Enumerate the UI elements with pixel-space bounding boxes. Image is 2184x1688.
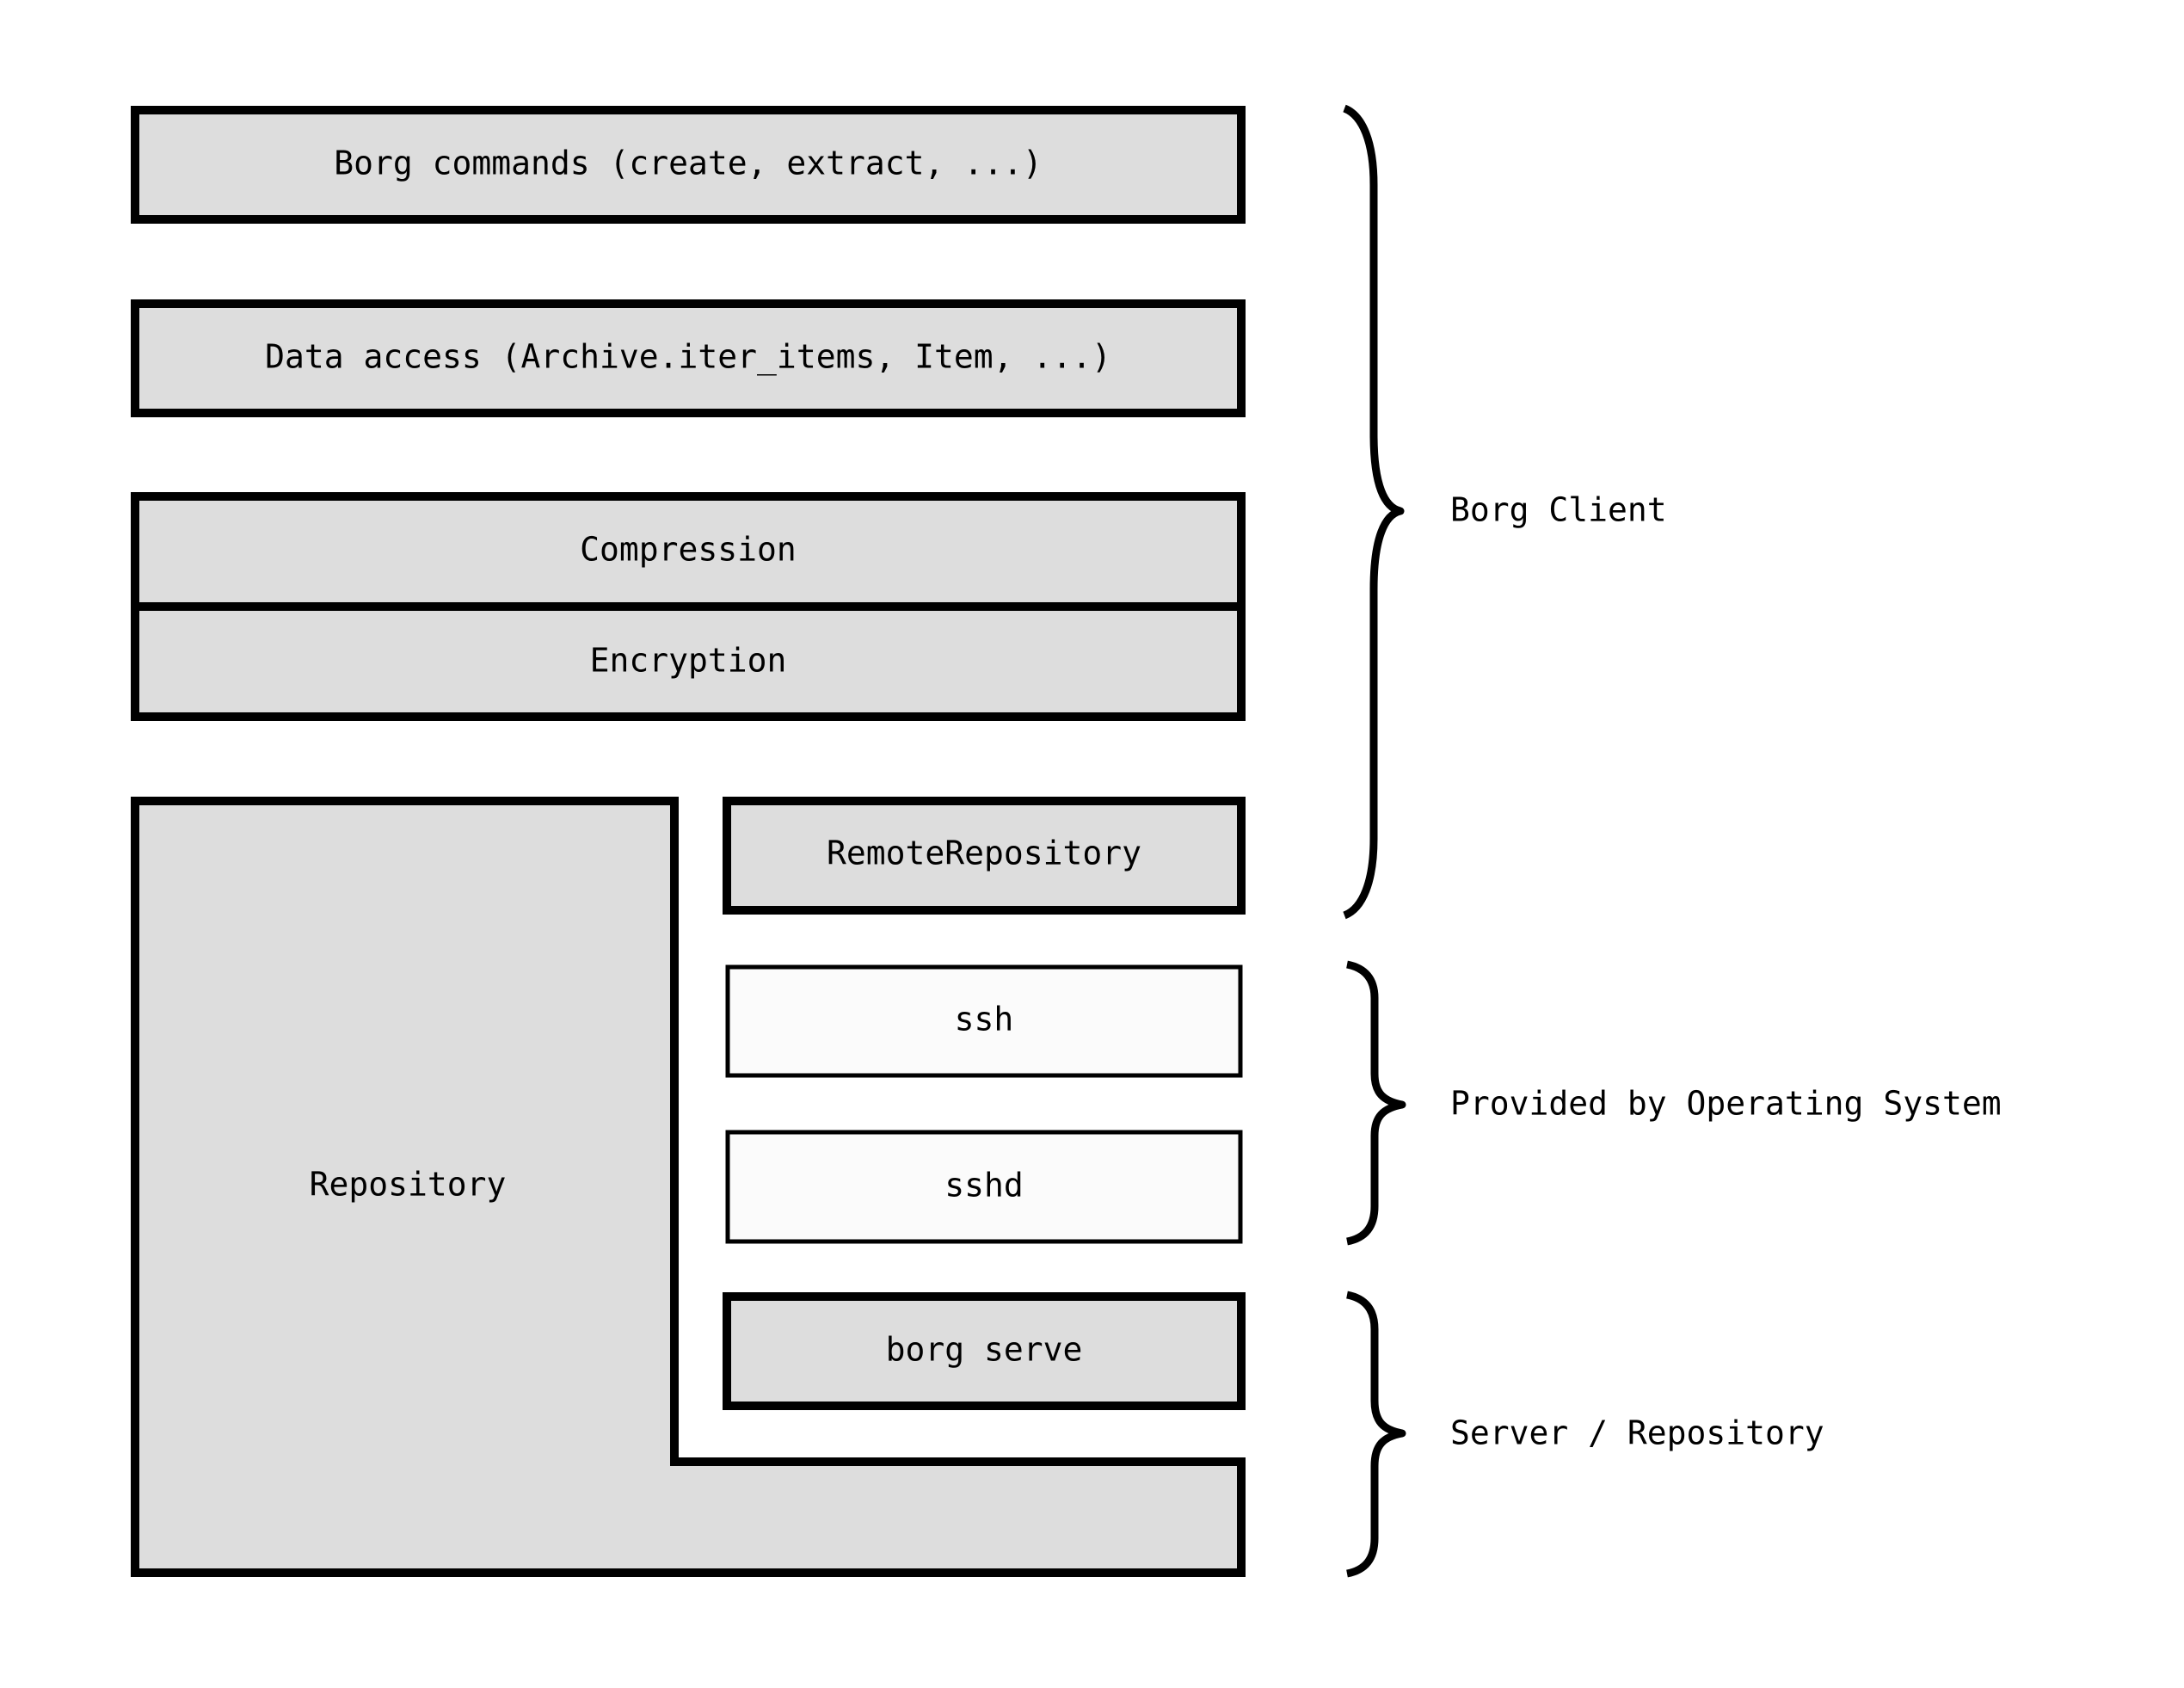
borg-client-group: Borg Client bbox=[1343, 104, 1667, 920]
borg-commands-label: Borg commands (create, extract, ...) bbox=[334, 145, 1043, 182]
borg-commands-box bbox=[131, 106, 1246, 224]
server-repository-label: Server / Repository bbox=[1450, 1414, 1824, 1452]
borg-serve-label: borg serve bbox=[886, 1331, 1083, 1369]
borg-serve-box bbox=[723, 1292, 1246, 1410]
sshd-layer: sshd bbox=[725, 1130, 1243, 1244]
remote-repository-box bbox=[723, 797, 1246, 915]
operating-system-group: Provided by Operating System bbox=[1345, 960, 2002, 1246]
server-repository-brace bbox=[1345, 1291, 1406, 1578]
remote-repository-layer: RemoteRepository bbox=[723, 797, 1246, 915]
borg-commands-layer: Borg commands (create, extract, ...) bbox=[131, 106, 1246, 224]
data-access-label: Data access (Archive.iter_items, Item, .… bbox=[265, 338, 1111, 377]
ssh-label: ssh bbox=[955, 1001, 1014, 1038]
sshd-box bbox=[725, 1130, 1243, 1244]
encryption-box bbox=[131, 602, 1246, 721]
sshd-label: sshd bbox=[944, 1167, 1024, 1204]
data-access-layer: Data access (Archive.iter_items, Item, .… bbox=[131, 299, 1246, 417]
server-repository-group: Server / Repository bbox=[1345, 1291, 1824, 1578]
operating-system-label: Provided by Operating System bbox=[1450, 1085, 2002, 1123]
borg-client-brace bbox=[1343, 104, 1405, 920]
repository-box bbox=[131, 797, 1246, 1577]
data-access-box bbox=[131, 299, 1246, 417]
borg-serve-layer: borg serve bbox=[723, 1292, 1246, 1410]
remote-repository-label: RemoteRepository bbox=[827, 835, 1141, 872]
encryption-layer: Encryption bbox=[131, 602, 1246, 721]
ssh-box bbox=[725, 964, 1243, 1078]
encryption-label: Encryption bbox=[590, 642, 787, 680]
ssh-layer: ssh bbox=[725, 964, 1243, 1078]
repository-layer: Repository bbox=[131, 797, 1246, 1577]
compression-label: Compression bbox=[580, 531, 797, 569]
borg-client-label: Borg Client bbox=[1450, 491, 1667, 529]
compression-layer: Compression bbox=[131, 492, 1246, 611]
repository-label: Repository bbox=[310, 1166, 507, 1204]
operating-system-brace bbox=[1345, 960, 1406, 1246]
